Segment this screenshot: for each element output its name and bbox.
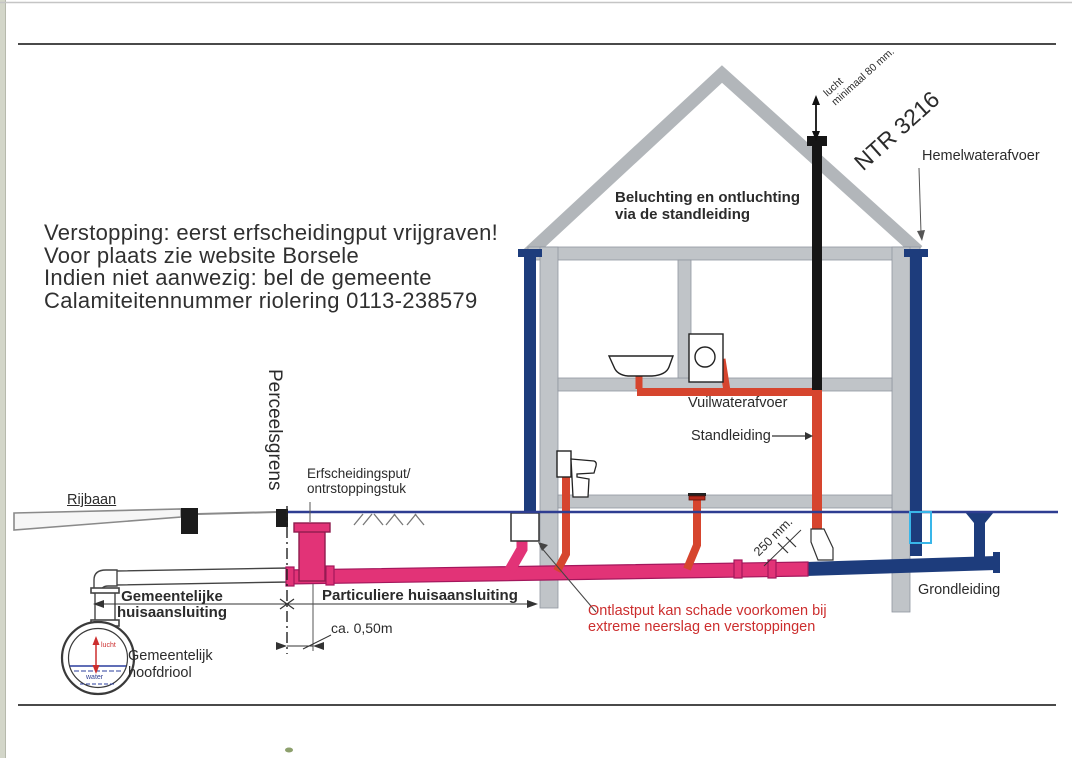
sink: [607, 355, 674, 377]
ground-and-road: [13, 506, 1058, 654]
main-sewer-circle: [60, 620, 136, 696]
vent-stack: [807, 95, 827, 390]
washing-machine-door: [694, 346, 716, 368]
label-rijbaan: Rijbaan: [67, 492, 117, 508]
annotation-lines: [93, 167, 925, 651]
pipe-fittings: [688, 493, 834, 561]
notice-line-4: Calamiteitennummer riolering 0113-238579: [44, 287, 478, 313]
toilet-tank: [556, 450, 572, 478]
notice-line-1: Verstopping: eerst erfscheidingput vrijg…: [44, 220, 499, 245]
label-sewer-water: water: [86, 674, 104, 681]
label-erfscheidingsput: Erfscheidingsput/ ontrstoppingstuk: [307, 466, 411, 496]
label-gemeentelijk-hoofdriool: Gemeentelijk hoofdriool: [128, 648, 213, 681]
overflow-pit: [510, 512, 540, 542]
notice-line-2: Voor plaats zie website Borsele: [44, 242, 360, 268]
label-gemeentelijke-huisaansluiting: Gemeentelijke huisaansluiting: [116, 588, 227, 621]
label-hemelwaterafvoer: Hemelwaterafvoer: [922, 148, 1040, 164]
label-particuliere-huisaansluiting: Particuliere huisaansluiting: [322, 587, 518, 604]
fixtures: [556, 333, 724, 498]
rainwater-pipes: [518, 249, 1000, 576]
label-afstand-050m: ca. 0,50m: [331, 620, 393, 636]
label-beluchting: Beluchting en ontluchting via de standle…: [615, 189, 800, 223]
inspection-piece: [909, 511, 932, 544]
notice-text: Verstopping: eerst erfscheidingput vrijg…: [44, 220, 499, 313]
label-standleiding: Standleiding: [691, 428, 771, 444]
municipal-pipe: [90, 567, 289, 627]
toilet-bowl: [570, 458, 597, 498]
label-sewer-lucht: lucht: [101, 642, 116, 649]
wastewater-pipes: [553, 358, 822, 573]
notice-line-3: Indien niet aanwezig: bel de gemeente: [44, 265, 432, 290]
label-perceelsgrens: Perceelsgrens: [264, 369, 285, 491]
label-ontlastput-warning: Ontlastput kan schade voorkomen bij extr…: [588, 603, 827, 635]
label-grondleiding: Grondleiding: [918, 582, 1001, 598]
label-vuilwaterafvoer: Vuilwaterafvoer: [688, 395, 788, 411]
